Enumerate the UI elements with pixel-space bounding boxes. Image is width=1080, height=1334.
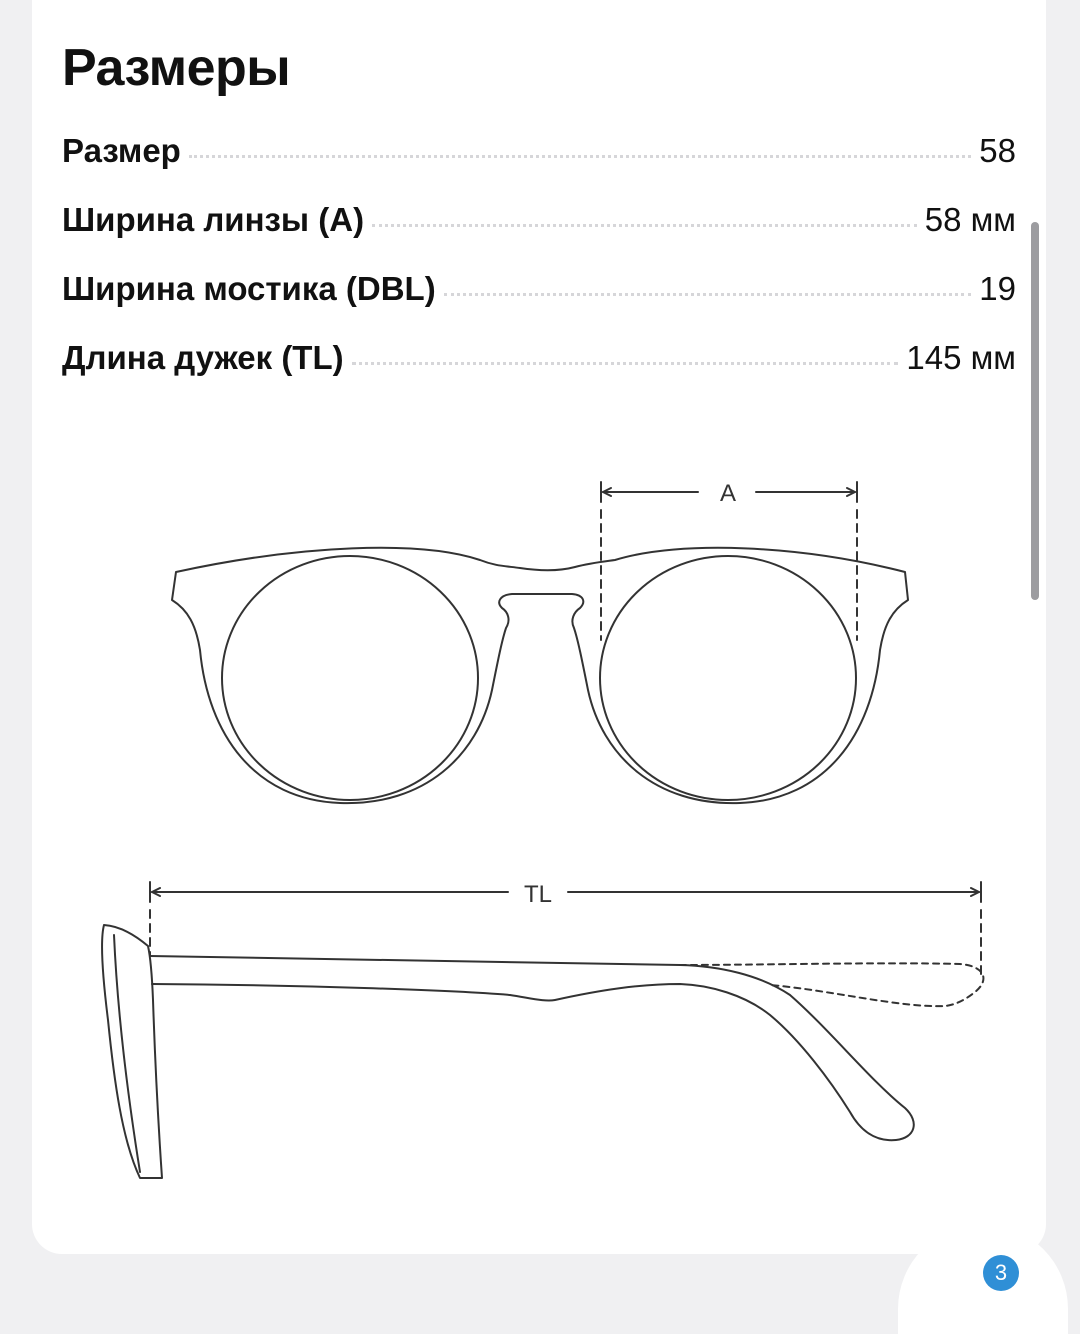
dotted-leader bbox=[188, 155, 972, 158]
temple-arm bbox=[149, 955, 915, 1142]
spec-value: 19 bbox=[979, 270, 1016, 307]
dotted-leader bbox=[372, 224, 917, 227]
glasses-front-view bbox=[171, 546, 909, 805]
spec-value: 58 мм bbox=[924, 201, 1016, 238]
dotted-leader bbox=[351, 362, 899, 365]
spec-label: Ширина мостика (DBL) bbox=[62, 270, 436, 307]
glasses-side-view bbox=[101, 924, 985, 1179]
spec-row-lens-width: Ширина линзы (A) 58 мм bbox=[62, 201, 1016, 270]
glasses-size-diagram: A TL bbox=[101, 480, 985, 1179]
dotted-leader bbox=[443, 293, 972, 296]
spec-label: Ширина линзы (A) bbox=[62, 201, 365, 238]
spec-row-bridge-width: Ширина мостика (DBL) 19 bbox=[62, 270, 1016, 339]
temple-tip-dashed bbox=[679, 962, 985, 1008]
front-frame-outline bbox=[171, 546, 909, 805]
spec-label: Размер bbox=[62, 132, 181, 169]
side-front-rim bbox=[101, 924, 163, 1179]
right-lens bbox=[599, 555, 857, 801]
dimension-tl bbox=[149, 881, 982, 976]
left-lens bbox=[221, 555, 479, 801]
dimension-tl-label: TL bbox=[524, 881, 552, 908]
sizes-card bbox=[32, 0, 1046, 1254]
count-badge[interactable]: 3 bbox=[983, 1255, 1019, 1291]
spec-label: Длина дужек (TL) bbox=[62, 339, 344, 376]
spec-row-size: Размер 58 bbox=[62, 132, 1016, 201]
dimension-a-label: A bbox=[720, 480, 736, 507]
spec-row-temple-length: Длина дужек (TL) 145 мм bbox=[62, 339, 1016, 408]
spec-value: 145 мм bbox=[906, 339, 1016, 376]
section-title: Размеры bbox=[62, 39, 291, 97]
spec-value: 58 bbox=[979, 132, 1016, 169]
dimension-a bbox=[600, 481, 858, 641]
size-spec-list: Размер 58 Ширина линзы (A) 58 мм Ширина … bbox=[62, 132, 1016, 408]
scrollbar[interactable] bbox=[1031, 222, 1039, 600]
